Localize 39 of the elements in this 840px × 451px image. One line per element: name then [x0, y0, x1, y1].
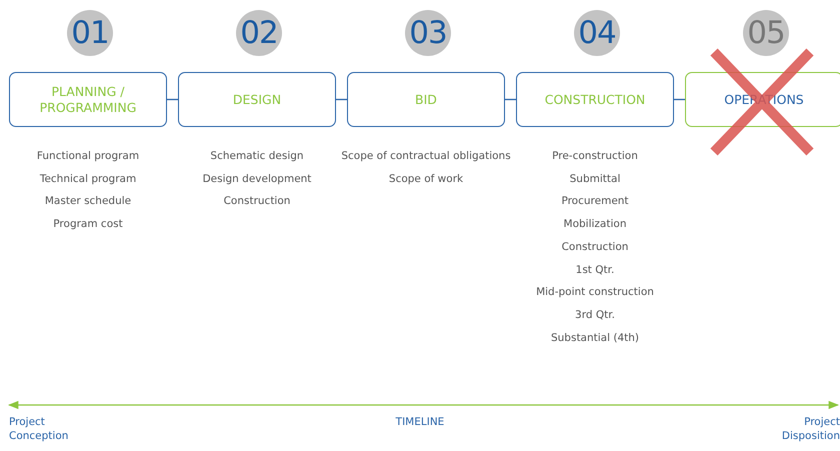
phase-task: 3rd Qtr.	[575, 308, 615, 321]
phase-box	[347, 72, 505, 127]
connector-line	[505, 98, 516, 100]
phase-task: Schematic design	[210, 150, 304, 162]
connector-line	[336, 98, 347, 100]
phase-task: Substantial (4th)	[550, 332, 640, 344]
phase-title: PLANNING / PROGRAMMING	[38, 84, 138, 116]
timeline-label: Project Conception	[9, 415, 69, 443]
connector-line	[674, 98, 685, 100]
phase-task: Scope of work	[388, 172, 464, 185]
phase-box	[9, 72, 167, 127]
number-circle: 02	[236, 10, 282, 56]
phase-title: BID	[415, 92, 437, 108]
phase-title: DESIGN	[232, 92, 282, 108]
connector-line	[167, 98, 178, 100]
phase-task: Construction	[224, 195, 290, 208]
phase-box	[516, 72, 674, 127]
phase-task: Mobilization	[564, 218, 626, 230]
number-circle: 05	[743, 10, 789, 56]
phase-task: Program cost	[53, 218, 123, 230]
phase-title: CONSTRUCTION	[544, 92, 646, 108]
timeline-label: Project Disposition	[780, 415, 840, 443]
number-circle: 01	[67, 10, 113, 56]
timeline-label: TIMELINE	[394, 415, 446, 429]
phase-task: Master schedule	[44, 195, 132, 208]
phase-task: Design development	[202, 172, 312, 185]
phase-task: Pre-construction	[552, 150, 638, 162]
phase-task: Technical program	[40, 172, 136, 185]
phase-task: 1st Qtr.	[576, 264, 614, 276]
phase-box	[178, 72, 336, 127]
phase-task: Procurement	[561, 195, 629, 208]
phase-box	[685, 72, 840, 127]
phase-task: Mid-point construction	[536, 286, 654, 298]
number-circle: 03	[405, 10, 451, 56]
phase-task: Scope of contractual obligations	[341, 150, 511, 162]
phase-task: Construction	[562, 240, 628, 253]
number-circle: 04	[574, 10, 620, 56]
phase-task: Submittal	[570, 172, 620, 185]
phase-task: Functional program	[36, 150, 140, 162]
